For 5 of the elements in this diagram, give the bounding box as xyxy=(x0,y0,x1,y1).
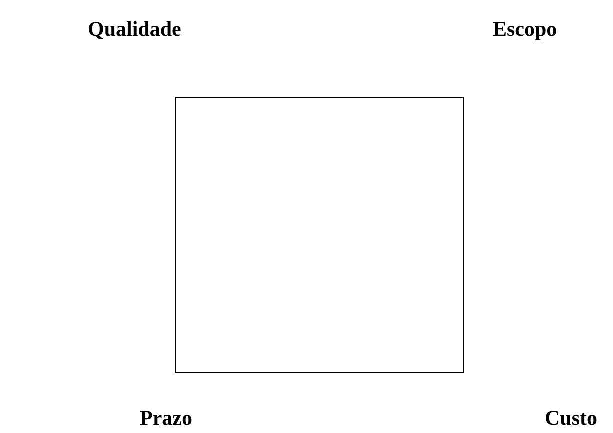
corner-label: Prazo xyxy=(140,408,192,429)
corner-label: Escopo xyxy=(493,19,558,40)
square-frame xyxy=(175,97,464,373)
corner-label: Custo xyxy=(545,408,598,429)
corner-label: Qualidade xyxy=(88,19,182,40)
